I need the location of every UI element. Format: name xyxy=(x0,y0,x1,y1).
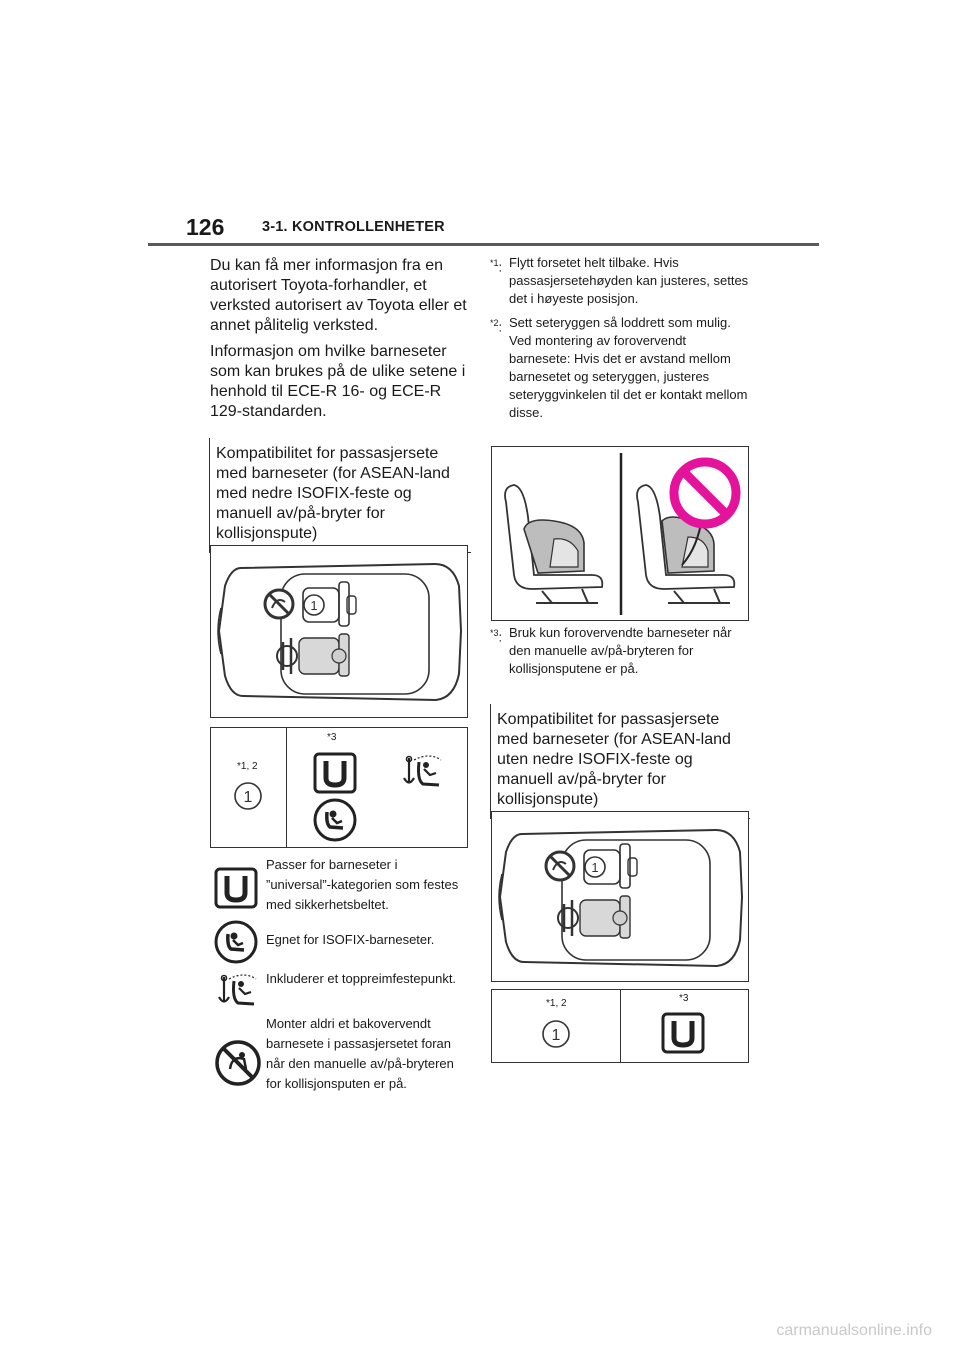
watermark: carmanualsonline.info xyxy=(776,1322,932,1339)
footnote-3-mark: *3: xyxy=(490,628,503,645)
footnote-1-mark: *1: xyxy=(490,258,503,275)
no-rear-facing-icon xyxy=(544,850,576,882)
header-rule xyxy=(148,243,819,246)
legend-text-no-rear-facing: Monter aldri et bakovervendt barnesete i… xyxy=(266,1016,454,1091)
section-title: 3-1. KONTROLLENHETER xyxy=(262,219,445,235)
car-top-view-illustration: 1 xyxy=(217,562,463,702)
universal-u-icon xyxy=(313,752,357,794)
seat-number-badge: 1 xyxy=(234,782,262,810)
footnote-2: *2: Sett seteryggen så loddrett som muli… xyxy=(490,315,748,420)
left-compat-heading-box: Kompatibilitet for passasjersete med bar… xyxy=(209,438,471,553)
right-car-diagram: 1 xyxy=(491,811,749,982)
legend-text-top-tether: Inkluderer et toppreimfestepunkt. xyxy=(266,971,457,986)
no-rear-facing-icon xyxy=(215,1040,261,1086)
left-compat-table: *1, 2 1 *3 xyxy=(210,727,468,848)
incorrect-seat-position xyxy=(636,484,736,604)
no-rear-facing-icon xyxy=(263,588,295,620)
top-tether-icon xyxy=(218,974,257,1006)
top-tether-icon xyxy=(403,755,442,787)
allowed-types-column: *3 xyxy=(621,990,748,1062)
legend-item-isofix xyxy=(214,920,258,969)
allowed-types-column: *3 xyxy=(287,728,467,847)
legend-text-isofix: Egnet for ISOFIX-barneseter. xyxy=(266,932,435,947)
right-compat-table: *1, 2 1 *3 xyxy=(491,989,749,1063)
seat-footnote-ref: *1, 2 xyxy=(546,998,567,1009)
universal-u-icon xyxy=(661,1012,705,1054)
legend-item-universal xyxy=(214,867,258,914)
isofix-icon xyxy=(313,798,357,842)
seat-footnote-ref: *1, 2 xyxy=(237,761,258,772)
seat-1-label: 1 xyxy=(310,598,317,613)
left-compat-heading: Kompatibilitet for passasjersete med bar… xyxy=(209,438,471,552)
info-paragraph: Informasjon om hvilke barneseter som kan… xyxy=(210,343,466,420)
seat-column: *1, 2 1 xyxy=(211,728,286,847)
svg-text:1: 1 xyxy=(552,1027,561,1044)
right-compat-heading-box: Kompatibilitet for passasjersete med bar… xyxy=(490,704,750,819)
footnotes-bottom: *3: Bruk kun forovervendte barneseter nå… xyxy=(490,624,750,678)
type-footnote-ref: *3 xyxy=(679,993,689,1004)
prohibited-sign-icon xyxy=(669,457,741,529)
left-car-diagram: 1 xyxy=(210,545,468,718)
legend-text-universal: Passer for barneseter i ”universal”-kate… xyxy=(266,857,459,912)
footnote-1: *1: Flytt forsetet helt tilbake. Hvis pa… xyxy=(490,255,749,306)
footnote-3: *3: Bruk kun forovervendte barneseter nå… xyxy=(490,625,732,676)
seat-back-angle-illustration xyxy=(504,453,741,615)
footnote-2-mark: *2: xyxy=(490,318,503,335)
car-top-view-illustration: 1 xyxy=(498,828,744,968)
page-number: 126 xyxy=(186,214,225,240)
correct-seat-position xyxy=(504,484,604,604)
intro-paragraph: Du kan få mer informasjon fra en autoris… xyxy=(210,257,467,334)
legend-item-no-rear-facing xyxy=(214,1039,262,1092)
universal-u-icon xyxy=(214,867,258,909)
seat-number-badge: 1 xyxy=(542,1020,570,1048)
svg-text:1: 1 xyxy=(244,789,253,806)
footnotes-top: *1: Flytt forsetet helt tilbake. Hvis pa… xyxy=(490,254,750,422)
type-footnote-ref: *3 xyxy=(327,732,337,743)
seatback-illustration xyxy=(491,446,749,621)
right-compat-heading: Kompatibilitet for passasjersete med bar… xyxy=(490,704,750,818)
seat-1-label: 1 xyxy=(591,860,598,875)
isofix-icon xyxy=(214,920,258,964)
seat-column: *1, 2 1 xyxy=(492,990,620,1062)
legend-item-top-tether xyxy=(214,973,264,1018)
